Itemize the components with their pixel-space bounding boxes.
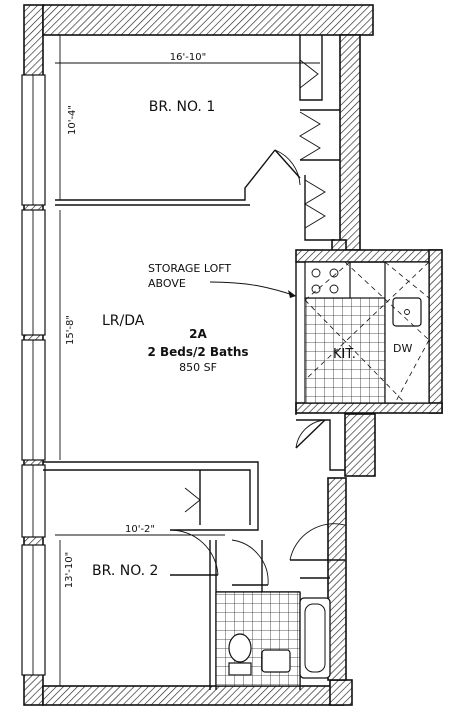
window-lr-2 xyxy=(21,339,46,461)
lr-label: LR/DA xyxy=(102,313,145,329)
kitchen-bay-bottom xyxy=(295,402,443,414)
burner-icon xyxy=(329,284,339,294)
kitchen-bay-east xyxy=(428,249,443,414)
toilet-icon xyxy=(228,633,252,663)
unit-beds-baths: 2 Beds/2 Baths xyxy=(147,345,248,359)
kitchen-floor-tile xyxy=(304,297,386,404)
east-wall-upper xyxy=(339,34,361,251)
storage-label-line2: ABOVE xyxy=(148,277,186,290)
counter xyxy=(384,261,430,404)
kitchen-bay-top xyxy=(295,249,442,263)
door-bath xyxy=(231,539,269,586)
br1-width-dim: 16'-10" xyxy=(170,52,206,63)
br2-label: BR. NO. 2 xyxy=(92,563,158,579)
door-hall-closet xyxy=(295,419,326,449)
unit-title: 2A xyxy=(189,327,207,341)
corner-pier xyxy=(329,679,353,706)
door-br2 xyxy=(169,529,219,576)
range xyxy=(304,261,351,299)
burner-icon xyxy=(329,268,339,278)
doors xyxy=(169,59,346,586)
north-wall xyxy=(42,4,374,36)
dimension-lines xyxy=(55,35,320,686)
bifold-closet-1 xyxy=(299,59,319,89)
east-wall-lower xyxy=(327,477,347,681)
window-br1 xyxy=(21,74,46,206)
sink-icon xyxy=(392,297,422,327)
storage-label-line1: STORAGE LOFT xyxy=(148,262,231,275)
br2-width-dim: 10'-2" xyxy=(125,524,155,535)
south-wall xyxy=(42,685,344,706)
door-br1 xyxy=(274,149,301,186)
kitchen-label: KIT. xyxy=(333,347,356,362)
storage-arrow xyxy=(209,281,297,298)
kitchen-area xyxy=(304,261,430,404)
window-br2-2 xyxy=(21,544,46,676)
windows xyxy=(21,74,46,676)
lavatory-icon xyxy=(261,649,291,673)
br1-label: BR. NO. 1 xyxy=(149,99,215,115)
br1-depth-dim: 10'-4" xyxy=(67,105,78,135)
door-entry xyxy=(289,523,346,561)
interior-walls xyxy=(43,35,345,690)
dishwasher-label: DW xyxy=(393,342,412,355)
window-lr-1 xyxy=(21,209,46,336)
lr-depth-dim: 15'-8" xyxy=(65,315,76,345)
pier-kitchen-bottom xyxy=(344,413,376,477)
burner-icon xyxy=(311,268,321,278)
bifold-closet-2 xyxy=(299,111,321,161)
unit-area: 850 SF xyxy=(179,361,217,374)
bifold-closet-3 xyxy=(304,179,326,229)
bathroom-area xyxy=(215,591,331,687)
br2-depth-dim: 13'-10" xyxy=(64,552,75,588)
toilet-tank xyxy=(228,662,252,676)
bifold-br2-closet xyxy=(184,487,201,513)
burner-icon xyxy=(311,284,321,294)
window-br2-1 xyxy=(21,464,46,538)
